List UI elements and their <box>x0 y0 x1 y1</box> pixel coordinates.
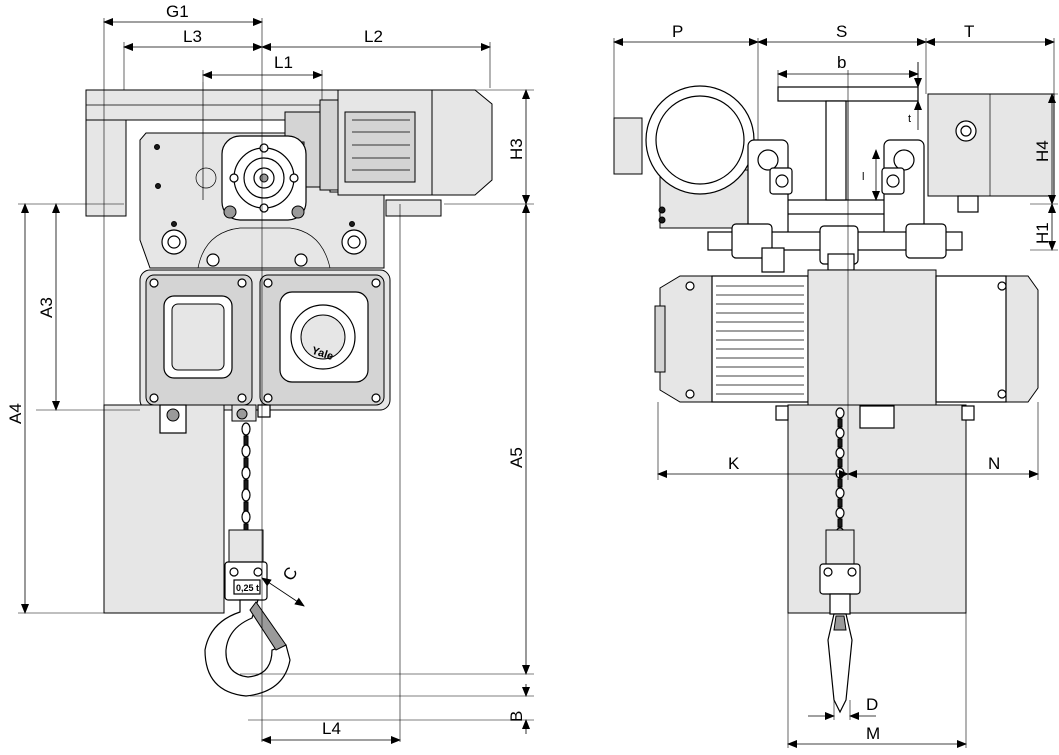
dim-label-l: l <box>862 171 864 183</box>
dim-label-L4: L4 <box>322 719 341 738</box>
bottom-block: 0,25 t <box>224 529 268 601</box>
dim-label-D: D <box>866 695 878 714</box>
side-load-chain <box>819 407 861 714</box>
dimension-l: l <box>862 149 880 201</box>
suspension-bolts <box>161 227 367 269</box>
chain-link <box>835 447 845 459</box>
dim-label-L1: L1 <box>274 53 293 72</box>
dim-label-b: b <box>837 53 846 72</box>
dimension-A4: A4 <box>6 203 29 614</box>
dimension-A3: A3 <box>37 203 60 411</box>
dim-label-H3: H3 <box>507 138 526 160</box>
front-view: Yale <box>6 2 534 744</box>
dimension-L4: L4 <box>261 719 401 744</box>
dimension-M: M <box>787 724 967 748</box>
dimension-H1: H1 <box>1033 203 1056 251</box>
cross-shaft <box>707 223 963 273</box>
dimension-H4: H4 <box>1033 93 1056 205</box>
dimension-G1: G1 <box>103 2 263 26</box>
side-hoist-body <box>654 269 1039 407</box>
dim-label-H4: H4 <box>1033 140 1052 162</box>
dimension-P: P <box>613 22 759 46</box>
dim-label-T: T <box>964 22 974 41</box>
dim-label-N: N <box>988 454 1000 473</box>
chain-link <box>837 438 843 448</box>
dimension-B: B <box>507 684 530 734</box>
dim-label-H1: H1 <box>1033 222 1052 244</box>
chain-link <box>241 466 251 480</box>
dimension-K: K <box>657 454 849 478</box>
side-travel-motor <box>613 85 755 229</box>
wheel-hub <box>221 135 307 221</box>
dimension-L3: L3 <box>123 27 263 51</box>
dim-label-A3: A3 <box>37 297 56 318</box>
chain-link <box>241 510 251 524</box>
travel-motor <box>319 89 493 196</box>
chain-link <box>835 487 845 499</box>
capacity-label: 0,25 t <box>236 583 259 593</box>
dimension-t: t <box>908 62 922 130</box>
chain-link <box>241 422 251 436</box>
load-chain <box>231 404 257 535</box>
load-hook <box>204 599 291 697</box>
dim-label-M: M <box>866 724 880 743</box>
chain-link <box>835 507 845 519</box>
dimension-L2: L2 <box>261 27 491 51</box>
dim-label-S: S <box>836 22 847 41</box>
chain-link <box>837 518 843 528</box>
chain-link <box>835 407 845 419</box>
dim-label-L3: L3 <box>183 27 202 46</box>
dimension-D: D <box>808 695 878 720</box>
chain-link <box>837 418 843 428</box>
dimension-b: b <box>777 53 919 78</box>
chain-link <box>837 478 843 488</box>
dimension-T: T <box>925 22 1055 46</box>
side-view: P S T b t l H4 H1 <box>613 22 1058 748</box>
dimension-H3: H3 <box>507 89 530 205</box>
chain-link <box>241 444 251 458</box>
dim-label-K: K <box>728 454 740 473</box>
chain-bag <box>103 404 336 614</box>
chain-link <box>241 488 251 502</box>
dim-label-A4: A4 <box>6 403 25 424</box>
chain-link <box>837 458 843 468</box>
dim-label-t: t <box>908 113 911 125</box>
dim-label-C: C <box>279 564 302 584</box>
dimension-S: S <box>757 22 927 46</box>
side-chain-bag <box>775 404 975 614</box>
dimension-A5: A5 <box>507 203 530 675</box>
chain-link <box>835 427 845 439</box>
dim-label-G1: G1 <box>166 2 189 21</box>
dim-label-P: P <box>672 22 683 41</box>
dimension-C: C <box>261 564 305 607</box>
chain-link <box>835 467 845 479</box>
dimension-L1: L1 <box>202 53 323 79</box>
side-gearbox <box>927 93 1055 213</box>
dim-label-A5: A5 <box>507 447 526 468</box>
dimension-N: N <box>847 454 1039 478</box>
dim-label-L2: L2 <box>364 27 383 46</box>
hoist-body: Yale <box>139 269 391 411</box>
dim-label-B: B <box>507 711 526 722</box>
chain-link <box>837 498 843 508</box>
